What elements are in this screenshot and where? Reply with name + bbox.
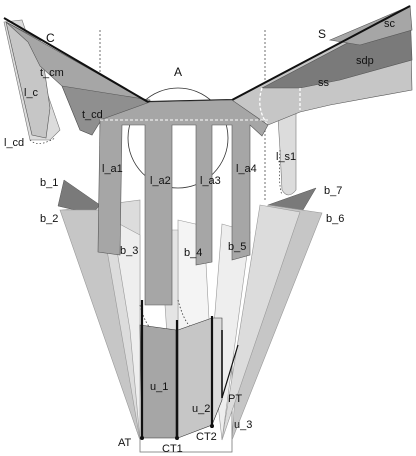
wedge-b6-inner <box>221 204 301 441</box>
label-u2: u_2 <box>192 403 210 415</box>
wedge-b3 <box>111 219 141 441</box>
label-pt: PT <box>228 393 242 405</box>
label-la4: l_a4 <box>236 163 257 175</box>
node-at <box>140 436 144 440</box>
label-b1: b_1 <box>40 177 58 189</box>
node-ct2 <box>210 424 214 428</box>
wedge-b1 <box>57 179 101 215</box>
node-ct1 <box>175 436 179 440</box>
label-c: C <box>46 31 55 45</box>
label-lcd: l_cd <box>4 137 24 149</box>
label-sdp: sdp <box>356 55 374 67</box>
label-la3: l_a3 <box>200 175 221 187</box>
label-tcd: t_cd <box>82 109 103 121</box>
label-ls1: l_s1 <box>276 151 296 163</box>
label-at: AT <box>118 437 132 449</box>
label-b4: b_4 <box>184 247 202 259</box>
label-b3: b_3 <box>120 245 138 257</box>
flap-ls1-dotted <box>278 149 283 196</box>
label-la1: l_a1 <box>102 163 123 175</box>
label-s: S <box>318 27 326 41</box>
label-b2: b_2 <box>40 213 58 225</box>
label-b5: b_5 <box>228 241 246 253</box>
label-la2: l_a2 <box>150 175 171 187</box>
label-u3: u_3 <box>234 419 252 431</box>
label-lc: l_c <box>24 87 39 99</box>
label-ss: ss <box>318 77 330 89</box>
label-b6: b_6 <box>326 213 344 225</box>
wedge-b2-outer <box>59 209 141 441</box>
label-ct2: CT2 <box>196 431 217 443</box>
tendon-u2 <box>177 317 213 439</box>
label-ct1: CT1 <box>162 443 183 455</box>
label-u1: u_1 <box>150 381 168 393</box>
boundary-dashed-right <box>259 87 271 129</box>
label-sc: sc <box>384 18 396 30</box>
label-tcm: t_cm <box>40 67 64 79</box>
flap-lcd-dotted <box>29 137 56 144</box>
label-b7: b_7 <box>324 185 342 197</box>
flap-ls1 <box>277 109 297 196</box>
tendon-line-5 <box>221 344 239 399</box>
label-a: A <box>174 65 182 79</box>
